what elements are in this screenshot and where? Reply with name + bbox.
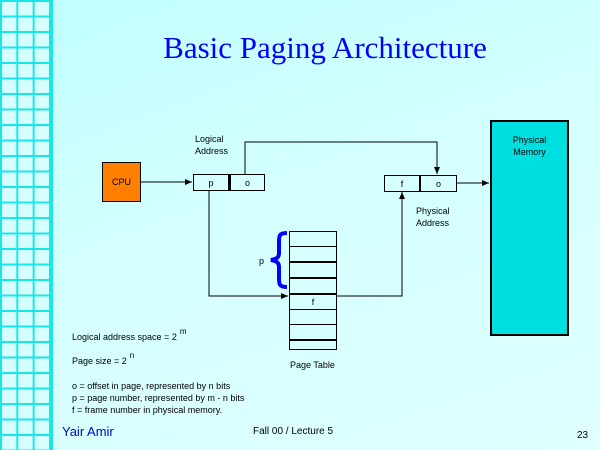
physical-address-label: Physical Address xyxy=(416,206,450,228)
physical-memory-box: Physical Memory xyxy=(490,120,569,336)
logical-address-label: Logical Address xyxy=(195,134,229,156)
legend-page-number: p = page number, represented by m - n bi… xyxy=(72,393,245,403)
page-table-row xyxy=(290,279,336,295)
physical-memory-label: Physical Memory xyxy=(512,135,547,157)
page-table-row xyxy=(290,325,336,341)
page-size-note: Page size = 2n xyxy=(72,351,135,366)
logical-space-note: Logical address space = 2m xyxy=(72,327,187,342)
legend-offset: o = offset in page, represented by n bit… xyxy=(72,381,231,391)
page-table-row: f xyxy=(290,295,336,310)
page-table: f xyxy=(289,231,337,350)
brace-icon xyxy=(270,231,288,289)
cpu-label: CPU xyxy=(111,177,131,187)
page-table-row xyxy=(290,232,336,247)
footer-course: Fall 00 / Lecture 5 xyxy=(253,426,334,437)
brace-p-label: p xyxy=(259,256,265,266)
logical-page-field: p xyxy=(193,174,229,191)
page-table-label: Page Table xyxy=(290,360,335,370)
physical-frame-field: f xyxy=(384,175,420,192)
decorative-grid xyxy=(0,0,53,450)
slide-title: Basic Paging Architecture xyxy=(163,30,487,65)
page-table-row xyxy=(290,341,336,355)
cpu-box: CPU xyxy=(102,162,141,202)
frame-to-physical-arrow xyxy=(337,192,405,297)
physical-offset-field: o xyxy=(420,175,457,192)
page-table-row xyxy=(290,263,336,279)
page-number-to-table-arrow xyxy=(208,191,288,299)
logical-offset-field: o xyxy=(229,174,265,191)
offset-path-arrow xyxy=(244,141,440,174)
legend-frame-number: f = frame number in physical memory. xyxy=(72,405,223,415)
page-table-row xyxy=(290,310,336,325)
footer-page-number: 23 xyxy=(577,430,589,441)
footer-author: Yair Amir xyxy=(62,424,114,439)
page-table-row xyxy=(290,247,336,263)
